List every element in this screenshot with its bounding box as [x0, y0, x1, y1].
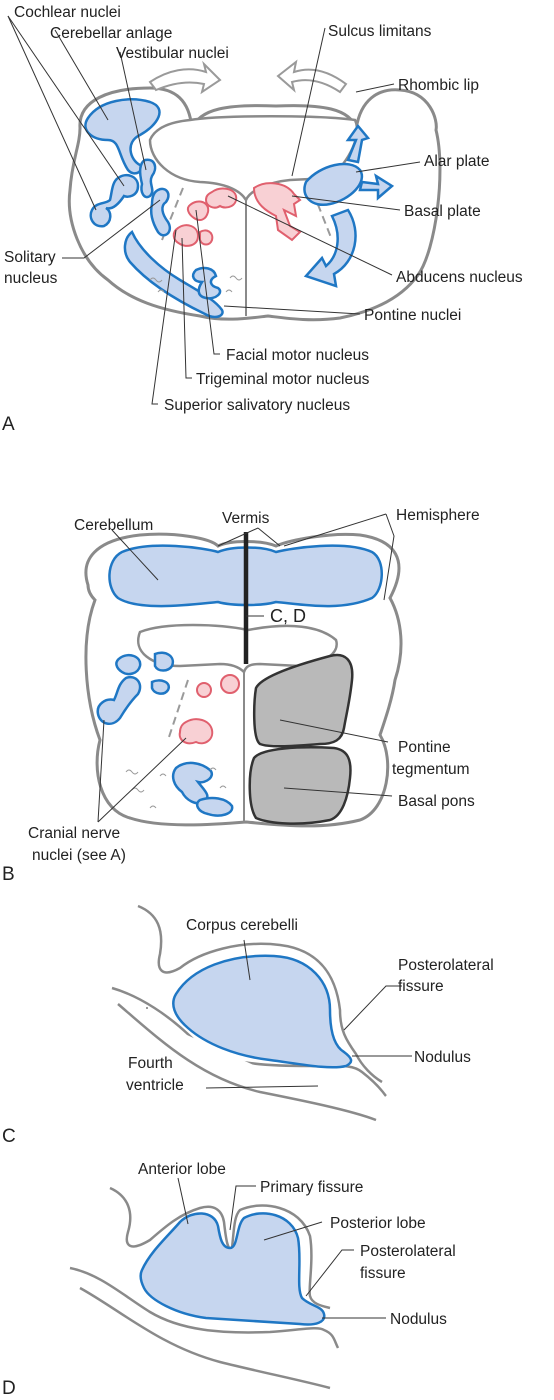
alar-column-left [123, 230, 224, 319]
label-primary-fissure: Primary fissure [260, 1179, 363, 1196]
pink-nucleus-b-3 [178, 718, 214, 745]
label-trigeminal-motor-nucleus: Trigeminal motor nucleus [196, 371, 370, 388]
label-sulcus-limitans: Sulcus limitans [328, 23, 432, 40]
pontine-specks-a [149, 275, 243, 293]
label-basal-pons: Basal pons [398, 793, 475, 810]
label-alar-plate: Alar plate [424, 153, 489, 170]
label-section-cd: C, D [270, 606, 306, 626]
label-nodulus-d: Nodulus [390, 1311, 447, 1328]
label-posterolateral-d-1: Posterolateral [360, 1243, 456, 1260]
label-pontine-nuclei: Pontine nuclei [364, 307, 461, 324]
nucleus-b-6 [196, 796, 234, 817]
sulcus-dash-b [167, 679, 189, 741]
panel-d: Anterior lobe Primary fissure Posterior … [2, 1161, 456, 1399]
panel-c-floor [117, 1003, 377, 1122]
alar-plate-a [303, 162, 364, 207]
label-posterolateral-c-1: Posterolateral [398, 957, 494, 974]
label-superior-salivatory-nucleus: Superior salivatory nucleus [164, 397, 350, 414]
nucleus-b-5 [171, 761, 214, 805]
migration-arrow-right [276, 59, 348, 94]
panel-c-letter: C [2, 1126, 16, 1147]
label-vermis: Vermis [222, 510, 270, 527]
panel-d-letter: D [2, 1378, 16, 1399]
label-basal-plate: Basal plate [404, 203, 481, 220]
nucleus-b-3 [150, 679, 171, 695]
fourth-ventricle-a [148, 115, 359, 203]
panel-b: Vermis Hemisphere Cerebellum C, D Pontin… [2, 507, 480, 885]
label-fourth-ventricle-2: ventricle [126, 1077, 184, 1094]
brain-d [139, 1212, 326, 1326]
cochlear-nuclei-a [89, 174, 140, 228]
label-cranial-nerve-2: nuclei (see A) [32, 847, 126, 864]
label-hemisphere: Hemisphere [396, 507, 480, 524]
label-cerebellar-anlage: Cerebellar anlage [50, 25, 172, 42]
panel-a-leaders [7, 15, 421, 405]
alar-arrow-right [358, 173, 395, 201]
panel-d-leaders [177, 1177, 386, 1319]
label-facial-motor-nucleus: Facial motor nucleus [226, 347, 369, 364]
panel-b-leaders [97, 513, 395, 823]
panel-b-letter: B [2, 864, 15, 885]
sulcus-dash-right [312, 191, 333, 241]
nucleus-b-4 [96, 675, 142, 726]
label-corpus-cerebelli: Corpus cerebelli [186, 917, 298, 934]
label-anterior-lobe: Anterior lobe [138, 1161, 226, 1178]
salivatory-nucleus-a [199, 229, 214, 246]
label-posterolateral-d-2: fissure [360, 1265, 406, 1282]
label-posterior-lobe: Posterior lobe [330, 1215, 426, 1232]
label-pontine-tegmentum-1: Pontine [398, 739, 451, 756]
label-posterolateral-c-2: fissure [398, 978, 444, 995]
label-pontine-tegmentum-2: tegmentum [392, 761, 470, 778]
alar-arrow-down [303, 208, 357, 288]
label-nodulus-c: Nodulus [414, 1049, 471, 1066]
label-rhombic-lip: Rhombic lip [398, 77, 479, 94]
panel-a-letter: A [2, 414, 15, 435]
nucleus-b-1 [115, 654, 142, 676]
label-solitary-line1: Solitary [4, 249, 56, 266]
alar-arrow-up [345, 123, 371, 164]
panel-c: Corpus cerebelli Posterolateral fissure … [2, 904, 494, 1147]
trigeminal-motor-nucleus-a [172, 224, 200, 247]
panel-d-floor [79, 1286, 331, 1390]
nucleus-b-2 [153, 651, 175, 672]
pontine-nuclei-a [191, 266, 222, 300]
corpus-cerebelli-c [172, 954, 353, 1069]
basal-plate-a [252, 182, 302, 242]
basal-pons-b [248, 746, 352, 825]
label-fourth-ventricle-1: Fourth [128, 1055, 173, 1072]
migration-arrow-left [148, 60, 222, 95]
label-vestibular-nuclei: Vestibular nuclei [116, 45, 229, 62]
abducens-nucleus-a [204, 187, 238, 209]
label-cranial-nerve-1: Cranial nerve [28, 825, 120, 842]
solitary-nucleus-a [150, 187, 172, 237]
label-abducens-nucleus: Abducens nucleus [396, 269, 523, 286]
panel-a: Cochlear nuclei Cerebellar anlage Vestib… [2, 4, 523, 435]
pink-nucleus-b-1 [196, 682, 212, 698]
label-solitary-line2: nucleus [4, 270, 58, 287]
pink-nucleus-b-2 [220, 674, 240, 694]
vestibular-nuclei-a [138, 158, 157, 199]
facial-motor-nucleus-a [186, 200, 210, 221]
label-cochlear-nuclei: Cochlear nuclei [14, 4, 121, 21]
pontine-tegmentum-b [253, 653, 354, 748]
label-cerebellum: Cerebellum [74, 517, 153, 534]
panel-c-leaders [146, 939, 412, 1089]
